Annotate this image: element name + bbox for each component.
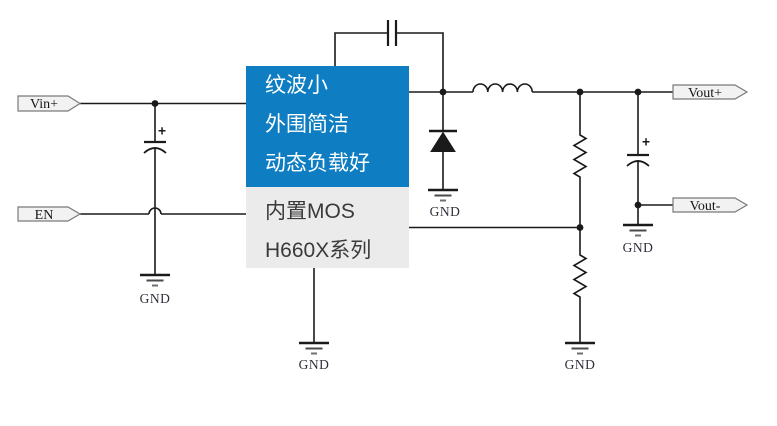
en-net-label: EN	[34, 207, 54, 223]
inductor-icon	[472, 83, 533, 93]
lower-feedback-resistor-icon	[572, 227, 588, 343]
ground-icon	[140, 273, 170, 287]
feature-line-2: 外围简洁	[265, 113, 349, 136]
gnd-label-resistor: GND	[564, 357, 596, 372]
input-cap-polarity-plus-icon: +	[158, 124, 166, 139]
ground-icon	[565, 341, 595, 355]
feature-callout: 纹波小 外围简洁 动态负载好	[246, 66, 409, 187]
vin-net-flag	[17, 95, 82, 112]
gnd-label-input-cap: GND	[139, 291, 171, 306]
ground-icon	[299, 341, 329, 355]
vout-plus-net-label: Vout+	[687, 85, 723, 101]
feature-line-1: 纹波小	[265, 74, 328, 97]
en-wire	[80, 207, 247, 215]
upper-feedback-resistor-icon	[572, 92, 588, 228]
chip-line-2: H660X系列	[265, 239, 372, 262]
gnd-label-diode: GND	[429, 204, 461, 219]
gnd-label-output-cap: GND	[622, 240, 654, 255]
output-capacitor-icon	[626, 92, 650, 225]
chip-callout: 内置MOS H660X系列	[246, 187, 409, 268]
bootstrap-capacitor-icon	[334, 20, 444, 92]
input-capacitor-icon	[143, 103, 167, 275]
junction-dot	[151, 88, 642, 231]
chip-line-1: 内置MOS	[265, 200, 355, 223]
feature-line-3: 动态负载好	[265, 152, 370, 175]
wire-hop-icon	[148, 207, 162, 215]
en-net-flag	[17, 206, 82, 222]
vout-plus-net-flag	[672, 84, 749, 100]
vout-minus-net-label: Vout-	[689, 198, 721, 214]
output-cap-polarity-plus-icon: +	[642, 135, 650, 150]
ground-icon	[623, 223, 653, 237]
vout-minus-net-flag	[672, 197, 749, 213]
freewheel-diode-icon	[429, 92, 457, 190]
ground-icon	[428, 188, 458, 202]
gnd-label-chip: GND	[298, 357, 330, 372]
vin-net-label: Vin+	[29, 96, 59, 112]
